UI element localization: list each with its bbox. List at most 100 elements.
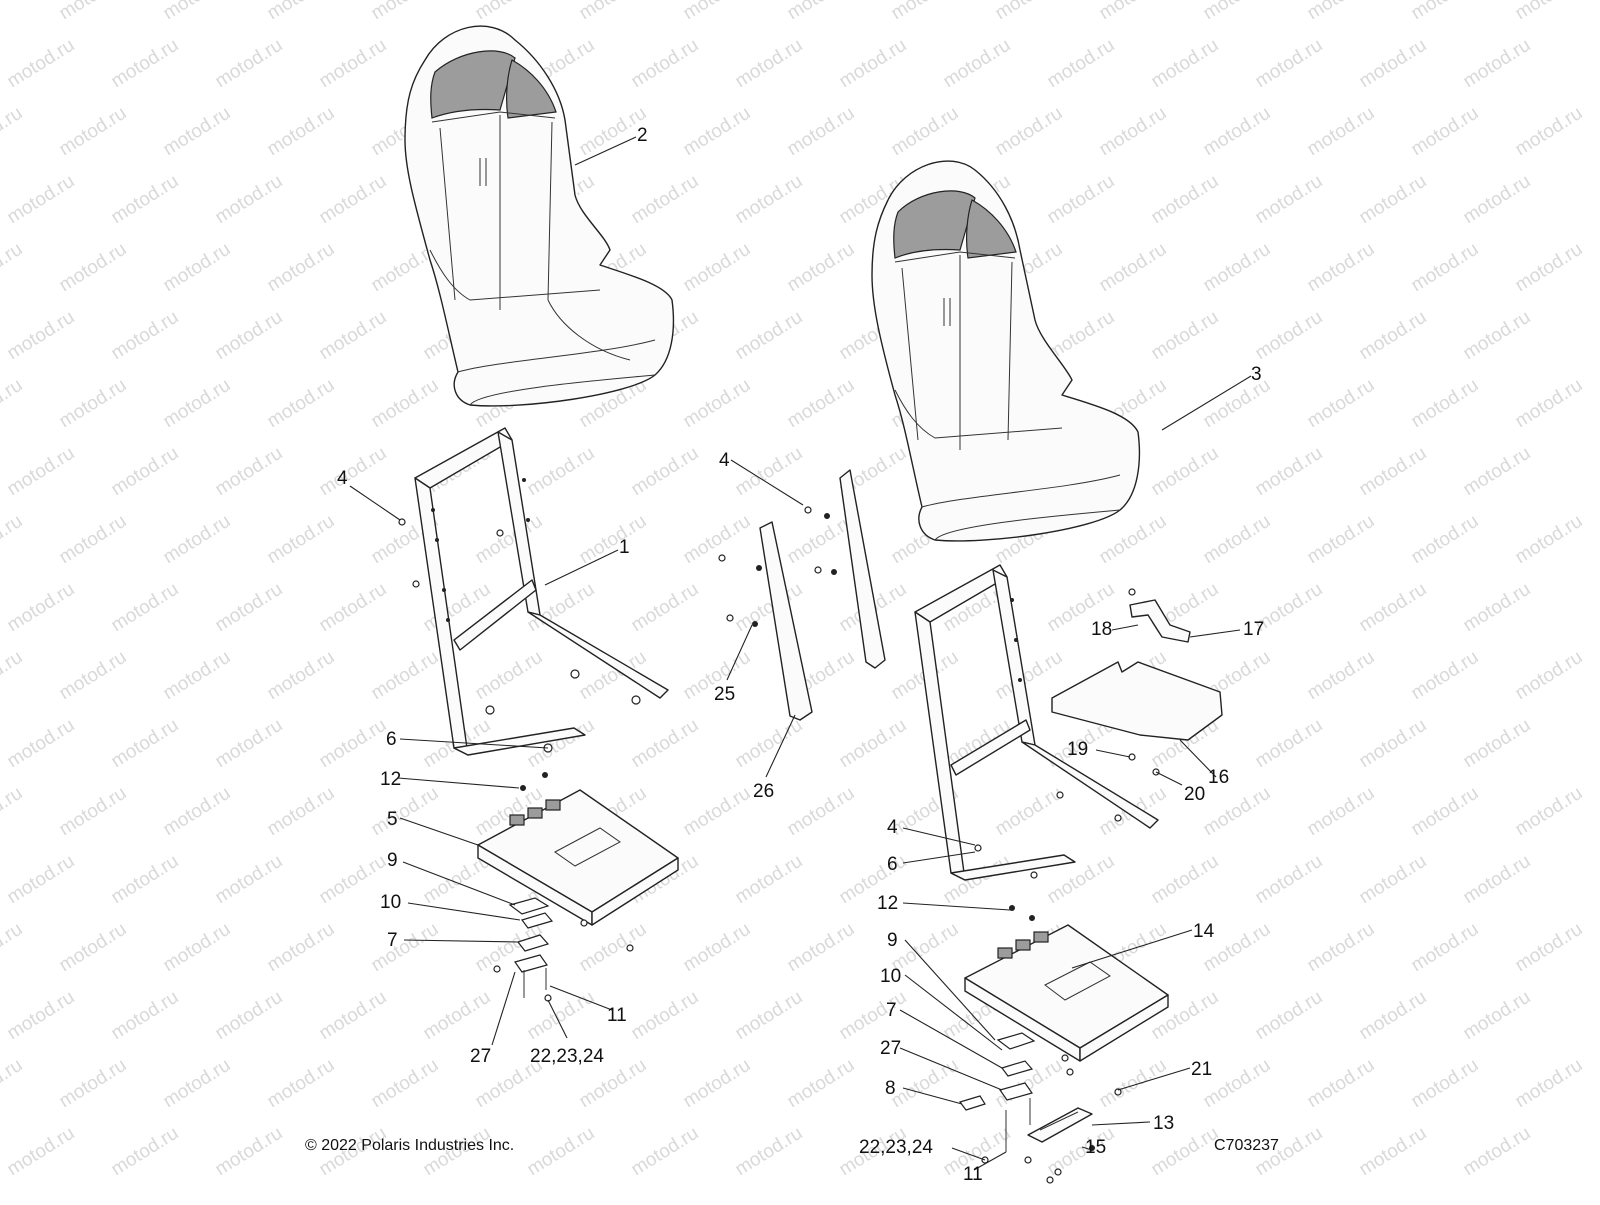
watermark-text: motod.ru [1148, 35, 1223, 93]
watermark-text: motod.ru [784, 103, 859, 161]
callout-21: 21 [1191, 1059, 1212, 1080]
side-rails [752, 469, 886, 721]
watermark-text: motod.ru [56, 375, 131, 433]
watermark-text: motod.ru [940, 35, 1015, 93]
watermark-text: motod.ru [1200, 375, 1275, 433]
watermark-text: motod.ru [0, 375, 26, 433]
watermark-text: motod.ru [56, 783, 131, 841]
watermark-text: motod.ru [1096, 103, 1171, 161]
watermark-text: motod.ru [160, 647, 235, 705]
watermark-text: motod.ru [1252, 307, 1327, 365]
watermark-text: motod.ru [1356, 1123, 1431, 1181]
watermark-text: motod.ru [1356, 579, 1431, 637]
watermark-text: motod.ru [1252, 987, 1327, 1045]
watermark-text: motod.ru [628, 1123, 703, 1181]
watermark-text: motod.ru [992, 0, 1067, 24]
watermark-text: motod.ru [4, 851, 79, 909]
base-right [964, 924, 1169, 1062]
callout-22-23-24b: 22,23,24 [859, 1137, 933, 1158]
watermark-text: motod.ru [264, 375, 339, 433]
watermark-text: motod.ru [1460, 715, 1535, 773]
watermark-text: motod.ru [108, 579, 183, 637]
callout-7b: 7 [886, 1000, 897, 1021]
watermark-text: motod.ru [680, 375, 755, 433]
watermark-text: motod.ru [732, 35, 807, 93]
callout-5: 5 [387, 809, 398, 830]
watermark-text: motod.ru [1200, 511, 1275, 569]
watermark-text: motod.ru [1304, 511, 1379, 569]
watermark-text: motod.ru [368, 783, 443, 841]
watermark-text: motod.ru [108, 35, 183, 93]
watermark-text: motod.ru [1408, 103, 1483, 161]
callout-1: 1 [619, 537, 630, 558]
watermark-text: motod.ru [1460, 987, 1535, 1045]
watermark-text: motod.ru [264, 0, 339, 24]
watermark-text: motod.ru [368, 1055, 443, 1113]
watermark-text: motod.ru [680, 0, 755, 24]
callout-4a: 4 [337, 468, 348, 489]
watermark-text: motod.ru [1460, 307, 1535, 365]
watermark-text: motod.ru [56, 239, 131, 297]
watermark-text: motod.ru [1252, 171, 1327, 229]
watermark-text: motod.ru [1148, 851, 1223, 909]
watermark-text: motod.ru [628, 987, 703, 1045]
watermark-text: motod.ru [628, 443, 703, 501]
watermark-text: motod.ru [108, 715, 183, 773]
watermark-text: motod.ru [1356, 851, 1431, 909]
watermark-text: motod.ru [4, 715, 79, 773]
callout-3: 3 [1251, 364, 1262, 385]
watermark-text: motod.ru [160, 511, 235, 569]
watermark-text: motod.ru [1356, 307, 1431, 365]
callout-19: 19 [1067, 739, 1088, 760]
callout-15: 15 [1085, 1137, 1106, 1158]
callout-2: 2 [637, 125, 648, 146]
copyright-text: © 2022 Polaris Industries Inc. [305, 1137, 514, 1154]
watermark-text: motod.ru [1460, 35, 1535, 93]
watermark-text: motod.ru [56, 647, 131, 705]
watermark-text: motod.ru [212, 987, 287, 1045]
watermark-text: motod.ru [1304, 783, 1379, 841]
watermark-text: motod.ru [1512, 239, 1587, 297]
watermark-text: motod.ru [836, 715, 911, 773]
frame-left [414, 427, 669, 756]
watermark-text: motod.ru [316, 171, 391, 229]
watermark-text: motod.ru [732, 1123, 807, 1181]
watermark-layer: motod.ru motod.ru motod.ru motod.ru motod.ru… [0, 0, 1586, 1180]
watermark-text: motod.ru [1044, 171, 1119, 229]
watermark-text: motod.ru [212, 579, 287, 637]
watermark-text: motod.ru [888, 0, 963, 24]
watermark-text: motod.ru [1304, 1055, 1379, 1113]
watermark-text: motod.ru [1460, 1123, 1535, 1181]
watermark-text: motod.ru [784, 919, 859, 977]
watermark-text: motod.ru [784, 0, 859, 24]
watermark-text: motod.ru [1148, 171, 1223, 229]
callout-14: 14 [1193, 921, 1215, 942]
callout-6b: 6 [887, 854, 898, 875]
watermark-text: motod.ru [628, 35, 703, 93]
watermark-text: motod.ru [316, 307, 391, 365]
watermark-text: motod.ru [524, 443, 599, 501]
watermark-text: motod.ru [264, 239, 339, 297]
watermark-text: motod.ru [264, 1055, 339, 1113]
callout-22-23-24a: 22,23,24 [530, 1046, 604, 1067]
watermark-text: motod.ru [1356, 171, 1431, 229]
watermark-text: motod.ru [1408, 375, 1483, 433]
watermark-text: motod.ru [524, 1123, 599, 1181]
watermark-text: motod.ru [160, 919, 235, 977]
watermark-text: motod.ru [212, 35, 287, 93]
watermark-text: motod.ru [0, 647, 26, 705]
watermark-text: motod.ru [1096, 1055, 1171, 1113]
watermark-text: motod.ru [56, 919, 131, 977]
watermark-text: motod.ru [264, 103, 339, 161]
watermark-text: motod.ru [836, 987, 911, 1045]
watermark-text: motod.ru [680, 511, 755, 569]
watermark-text: motod.ru [732, 443, 807, 501]
watermark-text: motod.ru [160, 1055, 235, 1113]
watermark-text: motod.ru [1252, 35, 1327, 93]
callout-10a: 10 [380, 892, 401, 913]
watermark-text: motod.ru [4, 35, 79, 93]
watermark-text: motod.ru [680, 919, 755, 977]
watermark-text: motod.ru [160, 375, 235, 433]
